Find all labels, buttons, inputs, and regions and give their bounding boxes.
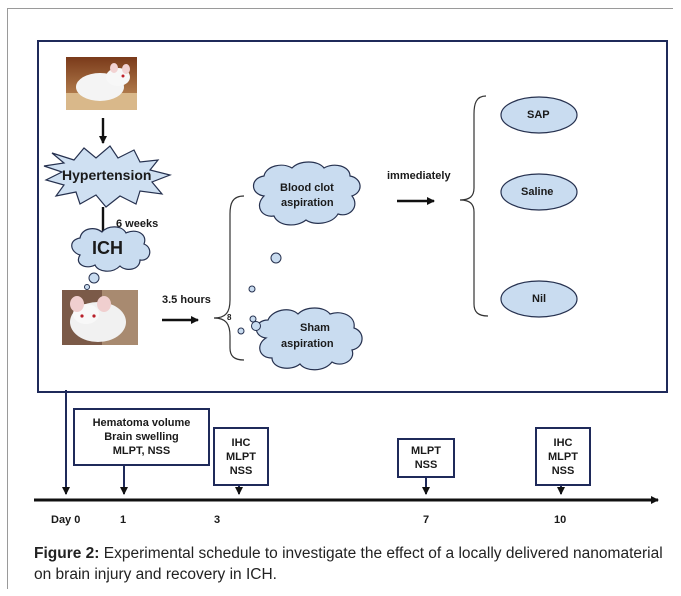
saline-oval bbox=[500, 173, 578, 211]
saline-label: Saline bbox=[521, 186, 554, 198]
figure-caption: Figure 2: Experimental schedule to inves… bbox=[34, 543, 674, 585]
eight-label: 8 bbox=[227, 313, 232, 322]
day3-box: IHC MLPT NSS bbox=[213, 427, 269, 486]
day10-box: IHC MLPT NSS bbox=[535, 427, 591, 486]
day3-line-3: NSS bbox=[229, 464, 253, 477]
six-weeks-label: 6 weeks bbox=[116, 218, 159, 230]
ich-cloud bbox=[71, 226, 151, 272]
day1-line-3: MLPT, NSS bbox=[112, 445, 171, 457]
day1-line-2: Brain swelling bbox=[104, 431, 179, 443]
ich-thought-bubble-2 bbox=[84, 284, 90, 290]
sap-label: SAP bbox=[527, 109, 550, 121]
sham-label-line1: Sham bbox=[300, 322, 330, 334]
figure-frame bbox=[7, 8, 673, 589]
day-label-1: 1 bbox=[120, 514, 127, 526]
ich-thought-bubble-1 bbox=[88, 272, 100, 284]
ich-label: ICH bbox=[92, 238, 123, 258]
day7-box: MLPT NSS bbox=[397, 438, 455, 478]
rat-photo-top bbox=[66, 57, 137, 110]
blood-clot-label-line1: Blood clot bbox=[280, 182, 334, 194]
bubble-5 bbox=[251, 321, 261, 331]
caption-text: Experimental schedule to investigate the… bbox=[34, 545, 663, 583]
right-brace bbox=[459, 95, 489, 317]
day1-line-1: Hematoma volume bbox=[92, 417, 191, 429]
day3-line-1: IHC bbox=[231, 436, 251, 449]
bubble-1 bbox=[270, 252, 282, 264]
sham-label-line2: aspiration bbox=[281, 338, 334, 350]
day-label-3: 3 bbox=[214, 514, 221, 526]
day-label-0: Day 0 bbox=[51, 514, 81, 526]
day7-line-2: NSS bbox=[414, 459, 438, 471]
day10-line-1: IHC bbox=[553, 436, 573, 449]
rat-photo-bottom bbox=[62, 290, 138, 345]
day10-line-3: NSS bbox=[551, 464, 575, 477]
day1-box: Hematoma volume Brain swelling MLPT, NSS bbox=[73, 408, 210, 466]
left-brace bbox=[213, 195, 245, 361]
nil-oval bbox=[500, 280, 578, 318]
blood-clot-cloud bbox=[252, 161, 361, 226]
bubble-2 bbox=[248, 285, 256, 293]
sap-oval bbox=[500, 96, 578, 134]
day3-line-2: MLPT bbox=[226, 450, 256, 463]
bubble-4 bbox=[237, 327, 245, 335]
immediately-label: immediately bbox=[387, 170, 451, 182]
hypertension-burst bbox=[43, 145, 172, 208]
day10-line-2: MLPT bbox=[548, 450, 578, 463]
nil-label: Nil bbox=[532, 293, 547, 305]
sham-cloud bbox=[255, 307, 363, 371]
caption-label: Figure 2: bbox=[34, 545, 100, 562]
day-label-7: 7 bbox=[423, 514, 430, 526]
three-half-hours-label: 3.5 hours bbox=[162, 294, 211, 306]
day-label-10: 10 bbox=[554, 514, 567, 526]
hypertension-label: Hypertension bbox=[62, 167, 152, 183]
blood-clot-label-line2: aspiration bbox=[281, 197, 334, 209]
day7-line-1: MLPT bbox=[411, 445, 441, 457]
